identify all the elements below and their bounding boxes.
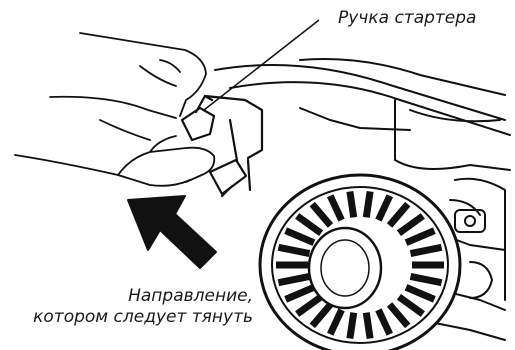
hand: [15, 33, 214, 186]
recoil-starter-housing: [260, 175, 460, 350]
housing-tooth: [350, 192, 354, 218]
pull-direction-label: Направление, котором следует тянуть: [0, 286, 253, 328]
starter-handle: [182, 96, 262, 196]
handle-leader-line: [204, 20, 319, 110]
pull-direction-arrow: [128, 196, 216, 268]
housing-tooth: [366, 192, 370, 218]
pull-direction-label-line2: котором следует тянуть: [0, 307, 253, 328]
housing-tooth: [350, 313, 354, 339]
housing-tooth: [366, 313, 370, 339]
pull-direction-label-line1: Направление,: [0, 286, 253, 307]
starter-handle-label: Ручка стартера: [338, 8, 476, 29]
